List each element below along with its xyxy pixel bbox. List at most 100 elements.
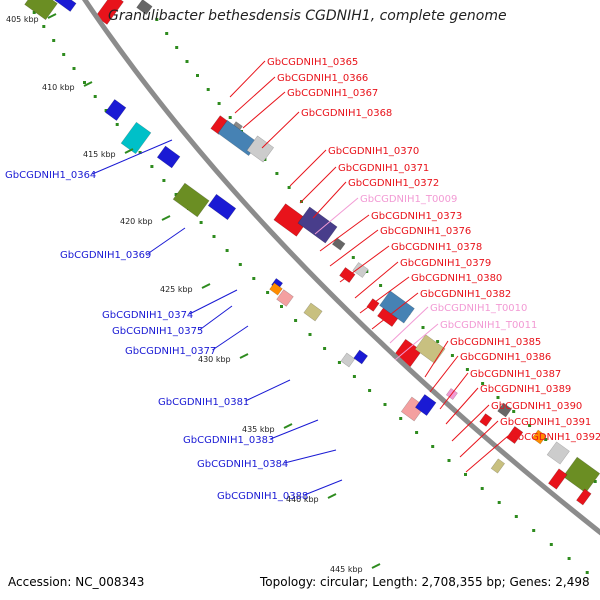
label-leader-lines bbox=[92, 60, 509, 496]
gene-feature bbox=[353, 349, 369, 365]
leader-line bbox=[261, 111, 300, 149]
ring-dot bbox=[32, 11, 36, 14]
gene-feature bbox=[531, 429, 547, 445]
kbp-tick-mark bbox=[124, 148, 134, 154]
gene-label-plus[interactable]: GbCGDNIH1_0379 bbox=[400, 258, 491, 269]
ring-dot bbox=[528, 424, 532, 427]
ring-dot bbox=[238, 263, 242, 266]
gene-label-plus[interactable]: GbCGDNIH1_0367 bbox=[287, 88, 378, 99]
gene-label-plus[interactable]: GbCGDNIH1_0372 bbox=[348, 178, 439, 189]
trna-label[interactable]: GbCGDNIH1_T0011 bbox=[440, 320, 537, 331]
gene-feature bbox=[331, 237, 346, 251]
gene-label-plus[interactable]: GbCGDNIH1_0373 bbox=[371, 211, 462, 222]
gene-feature bbox=[414, 394, 437, 416]
leader-line bbox=[229, 60, 266, 98]
gene-label-minus[interactable]: GbCGDNIH1_0375 bbox=[112, 326, 203, 337]
ring-dot bbox=[115, 123, 119, 126]
gene-feature bbox=[207, 193, 237, 221]
gene-label-plus[interactable]: GbCGDNIH1_0391 bbox=[500, 417, 591, 428]
gene-feature bbox=[352, 262, 369, 278]
kbp-tick-mark bbox=[83, 81, 93, 87]
gene-label-minus[interactable]: GbCGDNIH1_0374 bbox=[102, 310, 193, 321]
gene-label-plus[interactable]: GbCGDNIH1_0392 bbox=[510, 432, 600, 443]
ring-dot bbox=[450, 354, 454, 357]
ring-dot bbox=[42, 25, 46, 28]
gene-feature bbox=[340, 352, 356, 368]
gene-feature bbox=[246, 135, 275, 163]
gene-feature bbox=[269, 282, 283, 296]
kbp-tick-mark bbox=[47, 13, 57, 19]
leader-line bbox=[304, 479, 343, 496]
gene-label-minus[interactable]: GbCGDNIH1_0388 bbox=[217, 491, 308, 502]
gene-label-plus[interactable]: GbCGDNIH1_0380 bbox=[411, 273, 502, 284]
ring-dot bbox=[593, 480, 597, 483]
accession-text: Accession: NC_008343 bbox=[8, 575, 145, 589]
ring-dot bbox=[567, 557, 571, 560]
gene-feature bbox=[379, 290, 415, 324]
ring-dot bbox=[93, 95, 97, 98]
gene-label-plus[interactable]: GbCGDNIH1_0376 bbox=[380, 226, 471, 237]
ring-dot bbox=[415, 431, 419, 434]
leader-line bbox=[429, 355, 459, 393]
gene-label-minus[interactable]: GbCGDNIH1_0369 bbox=[60, 250, 151, 261]
leader-line bbox=[314, 197, 359, 235]
ring-dot bbox=[72, 67, 76, 70]
ring-dot bbox=[275, 172, 279, 175]
gene-label-plus[interactable]: GbCGDNIH1_0389 bbox=[480, 384, 571, 395]
ring-dot bbox=[496, 396, 500, 399]
ring-dot bbox=[447, 459, 451, 462]
gene-label-minus[interactable]: GbCGDNIH1_0384 bbox=[197, 459, 288, 470]
ring-dot bbox=[368, 389, 372, 392]
ring-dot bbox=[481, 382, 485, 385]
gene-feature bbox=[24, 0, 58, 21]
gene-label-plus[interactable]: GbCGDNIH1_0385 bbox=[450, 337, 541, 348]
gene-label-plus[interactable]: GbCGDNIH1_0365 bbox=[267, 57, 358, 68]
ring-dot bbox=[464, 473, 467, 476]
gene-feature bbox=[303, 302, 323, 322]
leader-line bbox=[319, 214, 370, 252]
ring-dot bbox=[185, 60, 189, 63]
leader-line bbox=[371, 292, 419, 330]
leader-line bbox=[199, 305, 233, 331]
gene-label-plus[interactable]: GbCGDNIH1_0378 bbox=[391, 242, 482, 253]
gene-label-minus[interactable]: GbCGDNIH1_0364 bbox=[5, 170, 96, 181]
gene-label-plus[interactable]: GbCGDNIH1_0386 bbox=[460, 352, 551, 363]
gene-label-plus[interactable]: GbCGDNIH1_0387 bbox=[470, 369, 561, 380]
gene-feature bbox=[548, 468, 568, 490]
ring-dot bbox=[351, 256, 355, 259]
ring-dot bbox=[421, 326, 425, 329]
kbp-tick-mark bbox=[201, 283, 211, 289]
gene-label-minus[interactable]: GbCGDNIH1_0377 bbox=[125, 346, 216, 357]
leader-line bbox=[465, 435, 509, 473]
gene-feature bbox=[276, 289, 294, 307]
kbp-tick-label: 430 kbp bbox=[198, 355, 231, 364]
gene-feature bbox=[414, 334, 446, 364]
kbp-tick-mark bbox=[161, 215, 171, 221]
ring-dot bbox=[206, 88, 210, 91]
ring-dot bbox=[497, 501, 501, 504]
genome-backbone bbox=[81, 0, 600, 536]
gene-label-plus[interactable]: GbCGDNIH1_0382 bbox=[420, 289, 511, 300]
leader-line bbox=[339, 245, 390, 283]
gene-label-minus[interactable]: GbCGDNIH1_0381 bbox=[158, 397, 249, 408]
ring-dot bbox=[52, 39, 56, 42]
ring-dot bbox=[323, 347, 327, 350]
ring-dot bbox=[155, 18, 159, 21]
leader-line bbox=[394, 323, 439, 361]
ring-dot bbox=[266, 291, 270, 294]
trna-label[interactable]: GbCGDNIH1_T0009 bbox=[360, 194, 457, 205]
trna-label[interactable]: GbCGDNIH1_T0010 bbox=[430, 303, 527, 314]
ring-dot bbox=[337, 361, 341, 364]
gene-label-plus[interactable]: GbCGDNIH1_0390 bbox=[491, 401, 582, 412]
gene-label-plus[interactable]: GbCGDNIH1_0371 bbox=[338, 163, 429, 174]
ring-dot bbox=[379, 284, 383, 287]
leader-line bbox=[359, 276, 410, 314]
gene-label-minus[interactable]: GbCGDNIH1_0383 bbox=[183, 435, 274, 446]
gene-label-plus[interactable]: GbCGDNIH1_0366 bbox=[277, 73, 368, 84]
gene-label-plus[interactable]: GbCGDNIH1_0368 bbox=[301, 108, 392, 119]
ring-dot bbox=[62, 53, 66, 56]
gene-label-plus[interactable]: GbCGDNIH1_0370 bbox=[328, 146, 419, 157]
ring-dot bbox=[480, 487, 484, 490]
